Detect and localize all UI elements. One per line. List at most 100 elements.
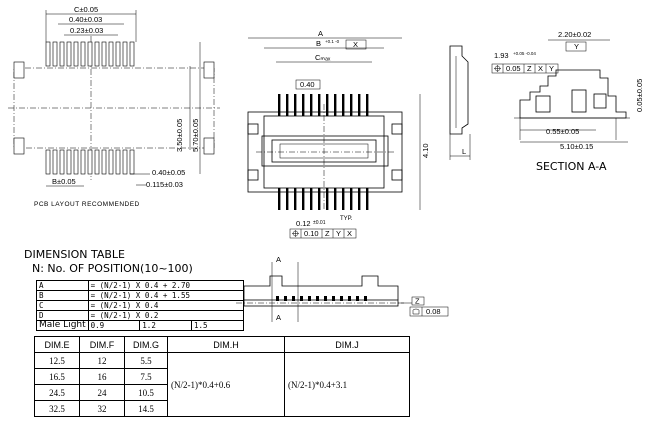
flatness-fcf: 0.08 [409, 306, 449, 317]
dim-f-cell: 16 [79, 368, 125, 385]
formula-row: D = (N/2-1) X 0.2 [36, 310, 244, 321]
dim-table-header-cell: DIM.F [79, 336, 125, 353]
front-body-outline [247, 111, 403, 193]
formula-key: C [36, 300, 89, 311]
formula-key: B [36, 290, 89, 301]
formula-row: B = (N/2-1) X 0.4 + 1.55 [36, 290, 244, 301]
dim-e-cell: 12.5 [34, 352, 80, 369]
dim-f-cell: 12 [79, 352, 125, 369]
sec-dim-510: 5.10±0.15 [560, 142, 593, 151]
pcb-caption: PCB LAYOUT RECOMMENDED [34, 201, 140, 208]
formula-value: = (N/2-1) X 0.4 + 1.55 [87, 290, 244, 301]
formula-value: = (N/2-1) X 0.4 + 2.70 [87, 280, 244, 291]
front-dim-410: 4.10 [421, 143, 430, 158]
dim-g-cell: 5.5 [124, 352, 168, 369]
front-fcf-y: Y [336, 229, 341, 238]
pcb-side-pad-tr [203, 61, 215, 79]
front-dim-c: Cₘₐₓ [315, 53, 331, 62]
bottom-label-a2: A [276, 313, 281, 322]
section-position-fcf: 0.05 Z X Y [491, 63, 559, 74]
dim-j-formula: (N/2-1)*0.4+3.1 [284, 352, 410, 417]
formula-key: A [36, 280, 89, 291]
bottom-flat-value: 0.08 [426, 307, 441, 316]
sec-fcf-value: 0.05 [506, 64, 521, 73]
front-position-fcf: 0.10 Z Y X [289, 228, 357, 239]
bottom-ref-z: Z [415, 297, 420, 306]
front-typ: TYP. [340, 216, 353, 222]
sec-dim-220: 2.20±0.02 [558, 30, 591, 39]
front-dim-b-ref: X [353, 40, 358, 49]
dim-f-cell: 24 [79, 384, 125, 401]
front-bottom-pins [278, 188, 369, 210]
front-dim-012-tol: ±0.01 [313, 220, 326, 226]
front-fcf-value: 0.10 [304, 229, 319, 238]
section-aa-view: 2.20±0.02 Y 1.93 +0.05 -0.04 0.05 Z X Y … [491, 30, 644, 173]
pcb-dim-b: B±0.05 [52, 177, 76, 186]
side-view: L [449, 45, 471, 160]
dim-g-cell: 10.5 [124, 384, 168, 401]
front-dim-a: A [318, 29, 323, 38]
dimension-table-title: DIMENSION TABLE [24, 248, 125, 261]
dim-f-cell: 32 [79, 400, 125, 417]
sec-dim-y: Y [574, 42, 579, 51]
front-fcf-x: X [347, 229, 352, 238]
dim-e-cell: 24.5 [34, 384, 80, 401]
formula-key: D [36, 310, 89, 321]
front-dim-040: 0.40 [300, 80, 315, 89]
bottom-view: A A Z 0.08 [236, 255, 449, 322]
table-row: 16.5 16 7.5 [34, 368, 410, 385]
pcb-dim-040b: 0.40±0.05 [152, 168, 185, 177]
sec-dim-193-tol: +0.05 -0.04 [513, 51, 536, 56]
front-dim-b-tol: +0.1 -0 [325, 39, 340, 44]
sec-fcf-y: Y [549, 64, 554, 73]
pcb-top-pads [45, 41, 135, 67]
sec-dim-055: 0.55±0.05 [546, 127, 579, 136]
sec-dim-193: 1.93 [494, 51, 509, 60]
formula-value: = (N/2-1) X 0.2 [87, 310, 244, 321]
pcb-side-pad-tl [13, 61, 25, 79]
dim-table-header-cell: DIM.E [34, 336, 80, 353]
pcb-layout-view: C±0.05 0.40±0.03 0.23±0.03 [8, 5, 220, 208]
dim-table-header: DIM.E DIM.F DIM.G DIM.H DIM.J [34, 336, 410, 353]
pcb-dim-c: C±0.05 [74, 5, 98, 14]
front-view: A B +0.1 -0 X Cₘₐₓ 0.40 [247, 29, 430, 239]
pcb-dim-350: 3.50±0.05 [175, 119, 184, 152]
dim-g-cell: 7.5 [124, 368, 168, 385]
dim-table: DIM.E DIM.F DIM.G DIM.H DIM.J 12.5 12 5.… [34, 336, 410, 417]
dimension-table-subtitle: N: No. OF POSITION(10~100) [32, 262, 193, 275]
pcb-dim-570: 5.70±0.05 [191, 119, 200, 152]
pcb-bottom-pads [45, 149, 135, 175]
formula-table: A = (N/2-1) X 0.4 + 2.70 B = (N/2-1) X 0… [36, 280, 244, 331]
front-dim-b: B [316, 39, 321, 48]
dim-g-cell: 14.5 [124, 400, 168, 417]
pcb-dim-040: 0.40±0.03 [69, 15, 102, 24]
front-fcf-z: Z [325, 229, 330, 238]
table-row: 12.5 12 5.5 (N/2-1)*0.4+0.6 (N/2-1)*0.4+… [34, 352, 410, 417]
pcb-side-pad-bl [13, 137, 25, 155]
male-light-value: 1.2 [139, 320, 192, 331]
male-light-label: Male Light [36, 320, 89, 331]
male-light-value: 1.5 [190, 320, 244, 331]
dim-e-cell: 32.5 [34, 400, 80, 417]
dim-e-cell: 16.5 [34, 368, 80, 385]
pcb-dim-0115: 0.115±0.03 [146, 180, 183, 189]
formula-row: C = (N/2-1) X 0.4 [36, 300, 244, 311]
front-top-pins [278, 94, 369, 116]
section-body [519, 69, 627, 119]
table-row: 32.5 32 14.5 [34, 400, 410, 417]
pcb-dim-023: 0.23±0.03 [70, 26, 103, 35]
dim-table-header-cell: DIM.G [124, 336, 168, 353]
male-light-value: 0.9 [87, 320, 141, 331]
dim-table-header-cell: DIM.H [167, 336, 285, 353]
bottom-label-a1: A [276, 255, 281, 264]
front-dim-012: 0.12 [296, 219, 311, 228]
dim-h-formula: (N/2-1)*0.4+0.6 [167, 352, 285, 417]
sec-dim-005: 0.05±0.05 [635, 79, 644, 112]
sec-fcf-x: X [538, 64, 543, 73]
sec-fcf-z: Z [527, 64, 532, 73]
pcb-side-pad-br [203, 137, 215, 155]
male-light-row: Male Light 0.9 1.2 1.5 [36, 320, 244, 331]
side-dim-l: L [462, 147, 466, 156]
